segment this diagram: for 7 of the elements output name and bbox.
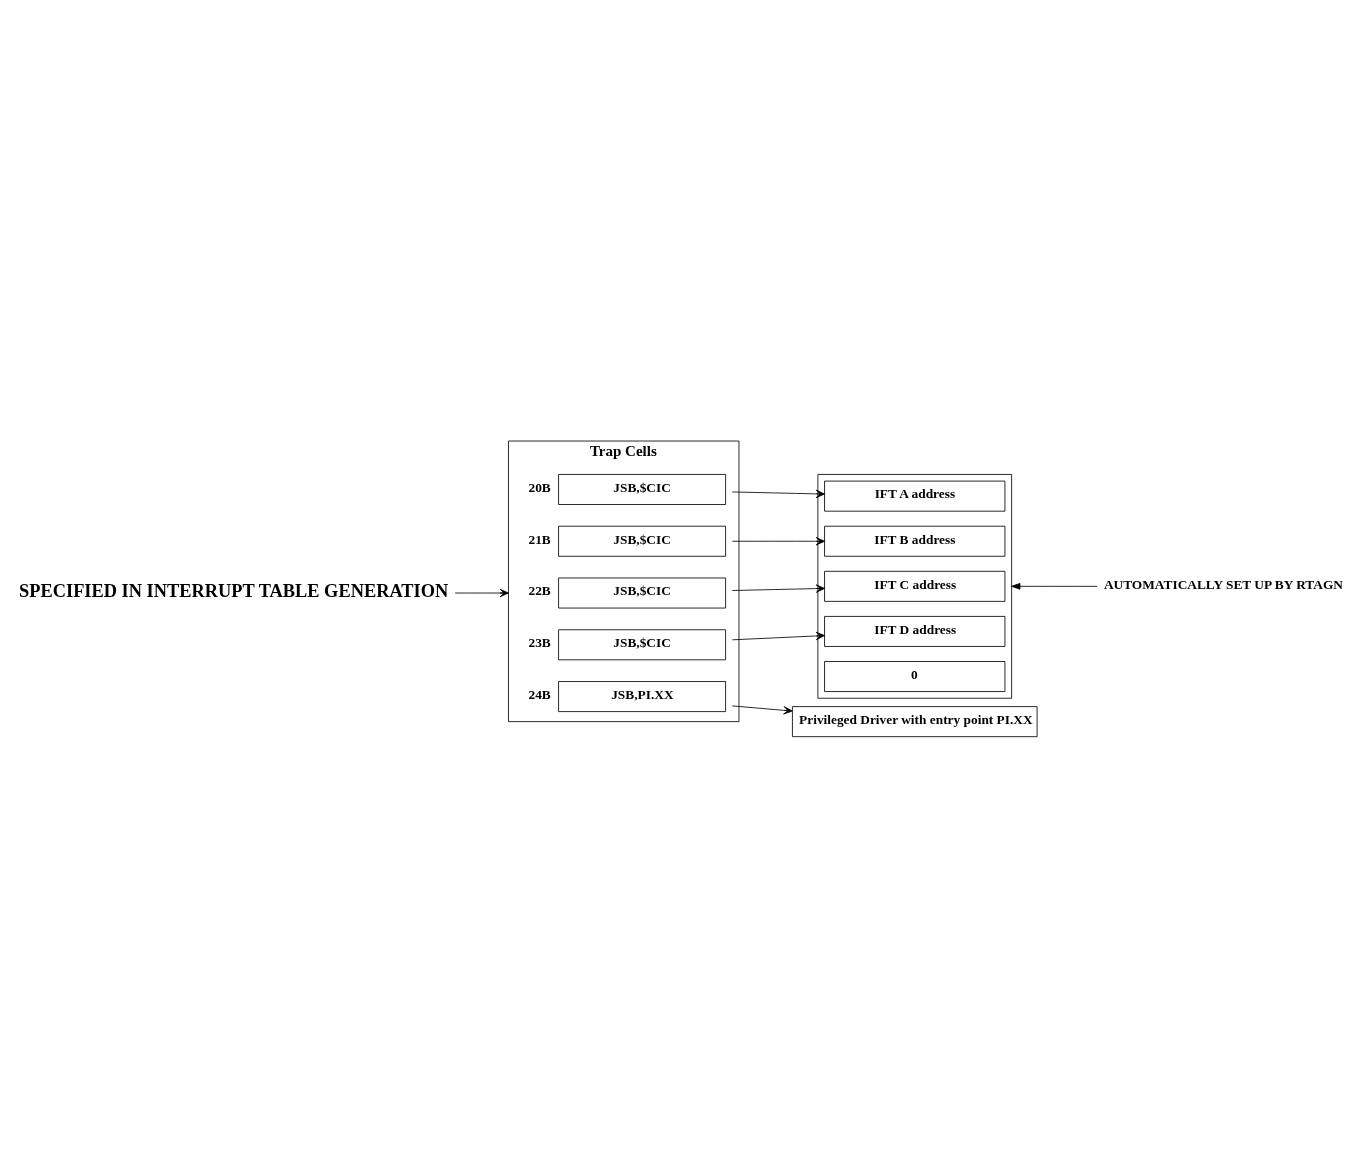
node-text: AUTOMATICALLY SET UP BY RTAGN [1103, 576, 1343, 592]
node-label: 20B [528, 479, 551, 495]
node-label: 24B [528, 686, 551, 702]
node-label: 23B [528, 635, 551, 651]
node-label: 21B [528, 531, 551, 547]
node-label: 22B [528, 583, 551, 599]
node-text: SPECIFIED IN INTERRUPT TABLE GENERATION [19, 580, 449, 601]
